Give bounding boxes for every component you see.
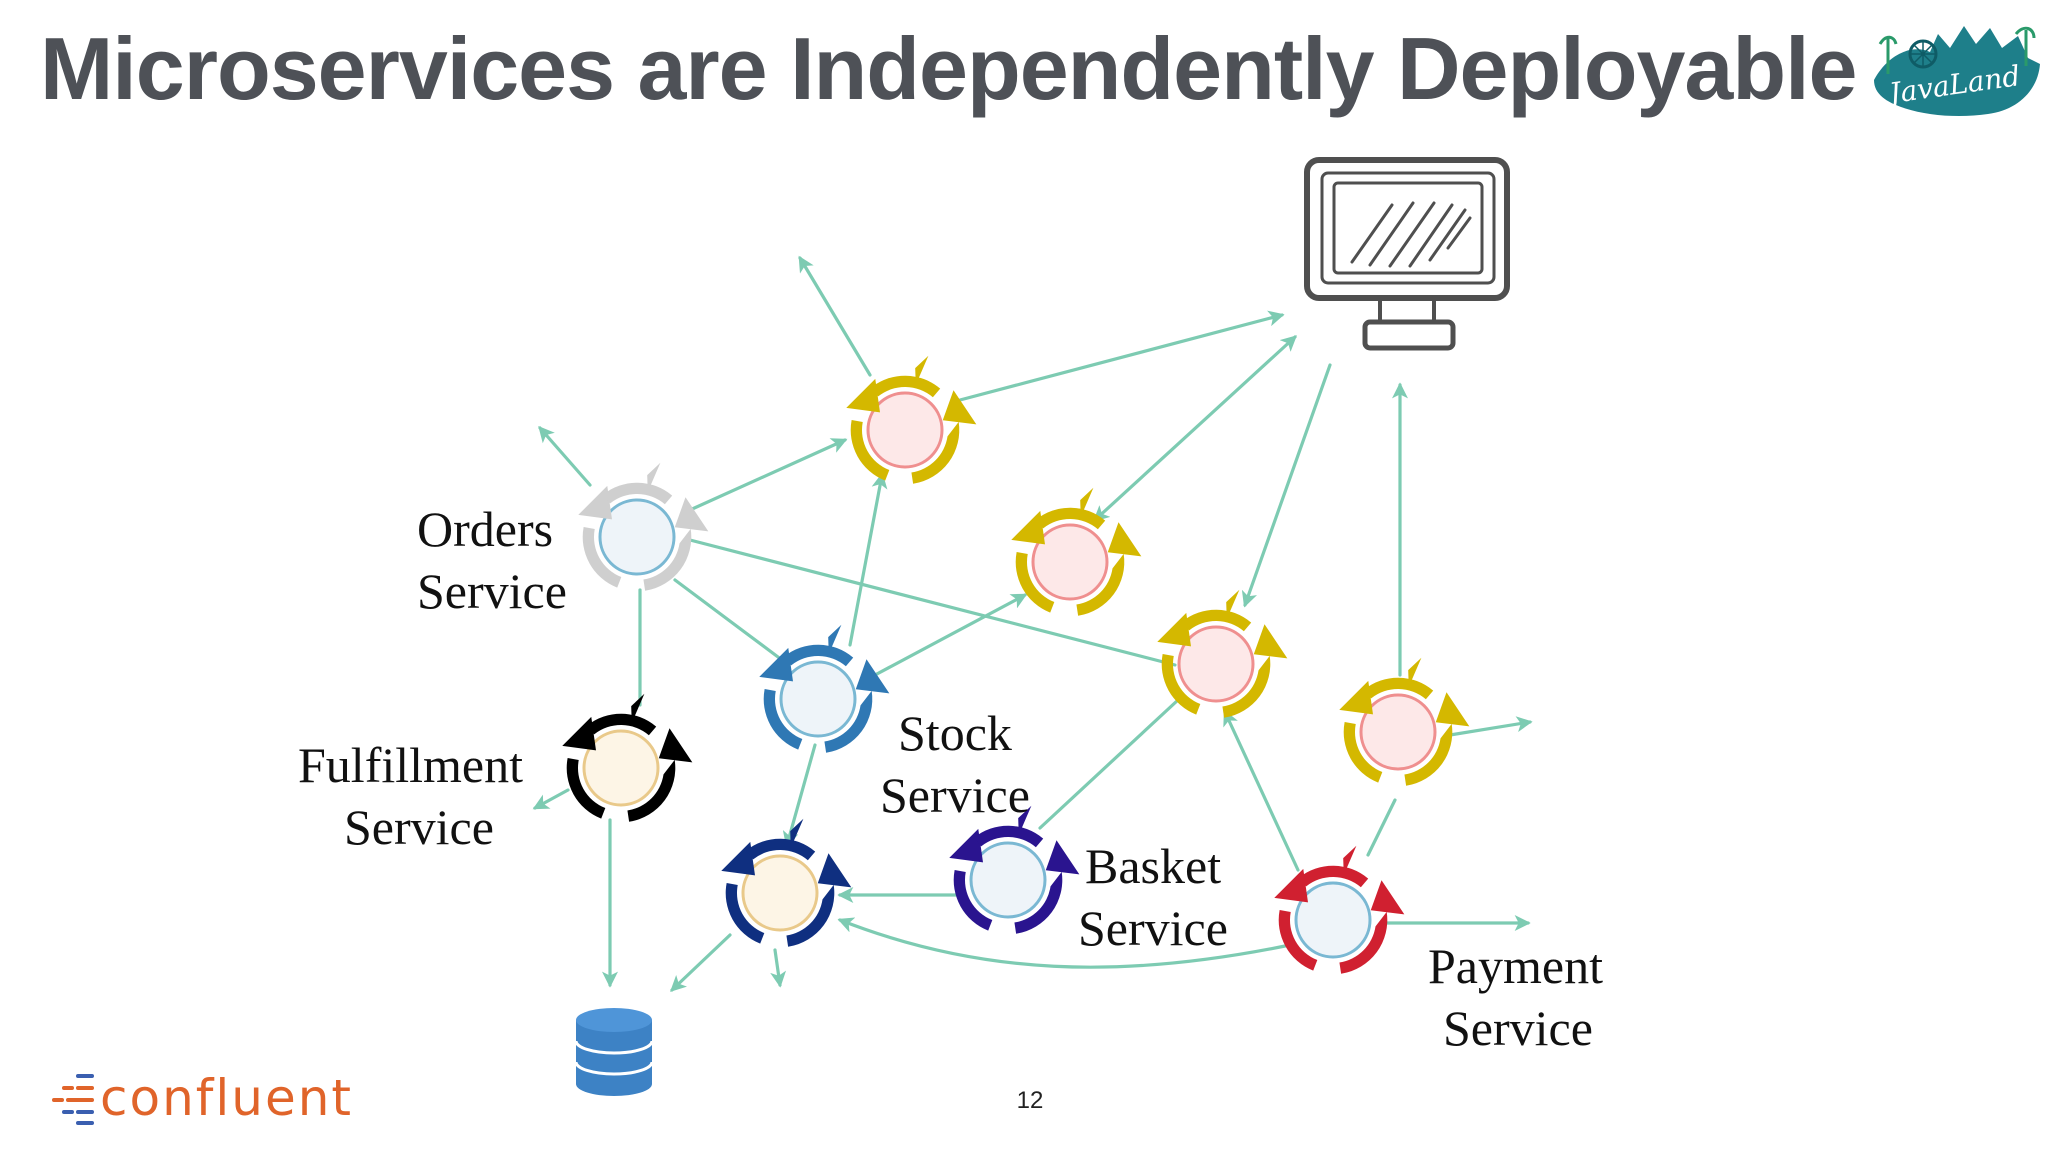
service-node [1157, 589, 1288, 718]
stock-service-node [759, 624, 890, 753]
connector [798, 255, 872, 377]
connector [770, 948, 787, 988]
javaland-logo: JavaLand [1874, 26, 2040, 116]
cycle-arrows-icon [562, 693, 693, 822]
service-node [1339, 657, 1470, 786]
basket-service-label-line1: Basket [1085, 838, 1221, 894]
cycle-arrows-icon [759, 624, 890, 753]
payment-service-label-line1: Payment [1428, 938, 1603, 994]
connector [1366, 798, 1397, 857]
orders-service-label-line2: Service [417, 563, 567, 619]
cycle-arrows-icon [721, 818, 852, 947]
basket-service-node [949, 805, 1080, 934]
connector [1038, 698, 1180, 830]
stock-service-label-line2: Service [880, 767, 1030, 823]
connector [1093, 335, 1297, 522]
connector [837, 917, 1292, 969]
connector [1448, 716, 1533, 737]
connector [1223, 709, 1300, 872]
connector [873, 593, 1028, 677]
monitor-icon [1304, 157, 1510, 351]
service-node [846, 355, 977, 484]
confluent-mark-icon [52, 1074, 94, 1125]
basket-service-label-line2: Service [1078, 900, 1228, 956]
cycle-arrows-icon [578, 462, 709, 591]
cycle-arrows-icon [949, 805, 1080, 934]
connectors [532, 255, 1533, 992]
slide-title: Microservices are Independently Deployab… [40, 19, 1857, 118]
connector [688, 438, 848, 512]
confluent-logo: confluent [50, 1070, 353, 1126]
orders-service-label-line1: Orders [417, 501, 553, 557]
payment-service-node [1274, 845, 1405, 974]
cycle-arrows-icon [1011, 487, 1142, 616]
connector [782, 743, 817, 848]
confluent-logo-text: confluent [100, 1069, 354, 1127]
fulfillment-service-label-line1: Fulfillment [298, 737, 523, 793]
fulfillment-service-node [562, 693, 693, 822]
connector [532, 788, 570, 810]
service-node [1011, 487, 1142, 616]
orders-service-node [578, 462, 709, 591]
connector [848, 472, 888, 647]
fulfillment-service-label-line2: Service [344, 799, 494, 855]
database-icon [574, 1008, 654, 1096]
connector [538, 425, 592, 487]
connector [673, 578, 784, 662]
payment-service-label-line2: Service [1443, 1000, 1593, 1056]
connector [958, 310, 1285, 402]
cycle-arrows-icon [1274, 845, 1405, 974]
cycle-arrows-icon [1339, 657, 1470, 786]
inventory-service-node [721, 818, 852, 947]
page-number: 12 [1016, 1087, 1044, 1114]
connector [1241, 363, 1332, 608]
cycle-arrows-icon [1157, 589, 1288, 718]
stock-service-label-line1: Stock [898, 705, 1012, 761]
connector [670, 933, 732, 992]
cycle-arrows-icon [846, 355, 977, 484]
connector [688, 538, 1177, 667]
